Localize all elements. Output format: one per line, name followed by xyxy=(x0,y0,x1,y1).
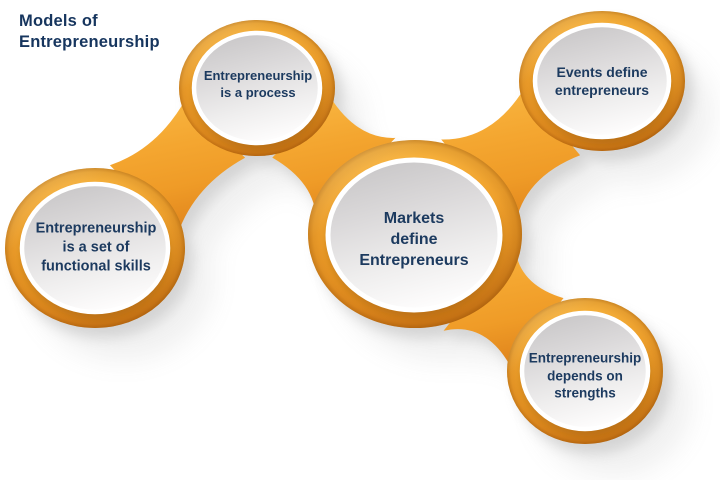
inner-disc xyxy=(519,310,651,432)
inner-disc xyxy=(532,22,672,140)
bubble-label-events: Events define entrepreneurs xyxy=(554,63,650,98)
bubble-label-process: Entrepreneurship is a process xyxy=(203,68,313,100)
bubble-label-strengths: Entrepreneurship depends on strengths xyxy=(528,350,642,401)
page-title: Models of Entrepreneurship xyxy=(19,12,160,51)
bubble-events xyxy=(519,11,685,151)
inner-disc xyxy=(325,157,503,313)
bubble-strengths xyxy=(507,298,663,444)
bubble-markets xyxy=(308,140,522,328)
bubble-label-markets: Markets define Entrepreneurs xyxy=(359,209,469,269)
bubble-process xyxy=(179,20,335,156)
bubble-label-functional-skills: Entrepreneurship is a set of functional … xyxy=(35,220,157,275)
inner-disc xyxy=(19,181,171,315)
bubble-functional-skills xyxy=(5,168,185,328)
inner-disc xyxy=(191,30,323,146)
